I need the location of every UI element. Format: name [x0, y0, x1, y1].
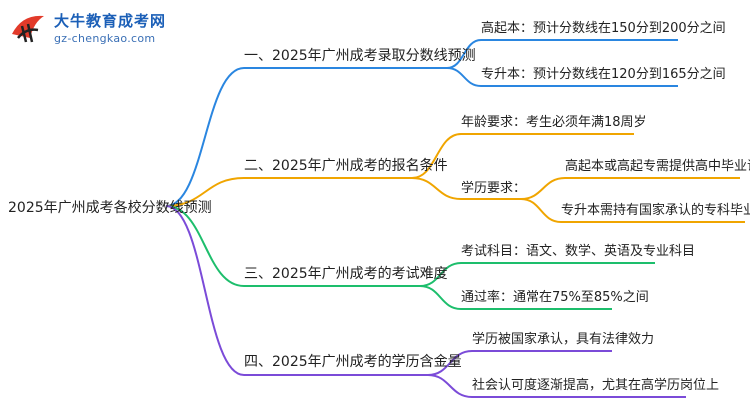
- branch-exam-difficulty: 三、2025年广州成考的考试难度: [244, 266, 448, 282]
- leaf-age-requirement: 年龄要求：考生必须年满18周岁: [461, 115, 647, 130]
- connector-branch-3-leaf-1: [419, 262, 462, 287]
- logo-title: 大牛教育成考网: [54, 12, 167, 30]
- branch-degree-value: 四、2025年广州成考的学历含金量: [244, 354, 462, 370]
- connector-branch-1-leaf-2: [446, 67, 482, 87]
- leaf-pass-rate: 通过率：通常在75%至85%之间: [461, 290, 649, 305]
- connector-leaf-2-2-sub-1: [520, 177, 566, 200]
- connector-branch-4-leaf-2: [427, 374, 473, 398]
- leaf-gaoqiben-score: 高起本：预计分数线在150分到200分之间: [481, 21, 726, 36]
- connector-leaf-2-2-sub-2: [520, 198, 562, 223]
- connector-branch-4-leaf-1: [427, 350, 473, 376]
- connector-branch-2-leaf-2: [411, 177, 462, 200]
- logo-url: gz-chengkao.com: [54, 32, 156, 45]
- leaf-zhuanshengben-score: 专升本：预计分数线在120分到165分之间: [481, 67, 726, 82]
- connector-root-branch-3: [165, 205, 245, 287]
- connector-branch-3-leaf-2: [419, 285, 462, 310]
- subleaf-high-school-cert: 高起本或高起专需提供高中毕业证书: [565, 159, 750, 174]
- leaf-social-recognition: 社会认可度逐渐提高，尤其在高学历岗位上: [472, 378, 720, 393]
- connector-root-branch-4: [165, 205, 245, 376]
- branch-registration-requirements: 二、2025年广州成考的报名条件: [244, 158, 448, 174]
- leaf-exam-subjects: 考试科目：语文、数学、英语及专业科目: [461, 244, 696, 259]
- site-logo[interactable]: 大牛教育成考网 gz-chengkao.com: [8, 8, 176, 52]
- connector-root-branch-2: [165, 177, 245, 207]
- connector-root-branch-1: [165, 67, 245, 207]
- leaf-education-requirement: 学历要求：: [461, 181, 527, 196]
- branch-score-prediction: 一、2025年广州成考录取分数线预测: [244, 48, 476, 64]
- subleaf-college-cert: 专升本需持有国家承认的专科毕业证书: [561, 203, 750, 218]
- logo-mascot-icon: [12, 15, 44, 43]
- root-node: 2025年广州成考各校分数线预测: [8, 200, 212, 216]
- connector-branch-2-leaf-1: [411, 133, 462, 179]
- leaf-national-recognition: 学历被国家承认，具有法律效力: [472, 332, 655, 347]
- connector-branch-1-leaf-1: [446, 39, 482, 69]
